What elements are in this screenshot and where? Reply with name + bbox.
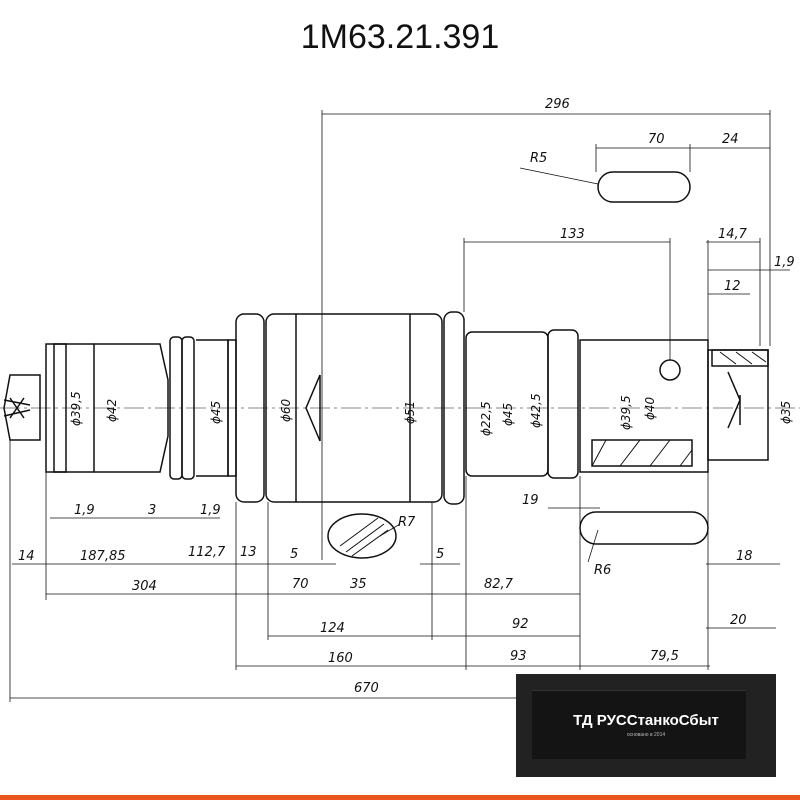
diameter-labels: ϕ39,5 ϕ42 ϕ45 ϕ60 ϕ51 ϕ22,5 ϕ45 ϕ42,5 ϕ3…: [69, 391, 793, 436]
dim-19: 19: [522, 493, 539, 508]
dim-1-9-b: 1,9: [200, 503, 221, 518]
dim-124: 124: [320, 621, 345, 636]
radius-r5: R5: [530, 151, 547, 166]
dim-14-7: 14,7: [718, 227, 748, 242]
dim-92: 92: [512, 617, 529, 632]
dim-18: 18: [736, 549, 753, 564]
dim-1-9-right: 1,9: [774, 255, 795, 270]
watermark-inner-panel: [532, 690, 746, 759]
radius-r6: R6: [594, 563, 611, 578]
dim-20: 20: [730, 613, 747, 628]
dim-187-85: 187,85: [80, 549, 126, 564]
dimension-lines: [9, 110, 790, 702]
dim-5-b: 5: [436, 547, 444, 562]
dim-12: 12: [724, 279, 741, 294]
diameter-42-5: ϕ42,5: [529, 393, 543, 428]
diameter-40: ϕ40: [643, 396, 657, 420]
diameter-39-5-a: ϕ39,5: [69, 391, 83, 426]
dim-112-7: 112,7: [188, 545, 226, 560]
radius-r7: R7: [398, 515, 416, 530]
dim-24: 24: [722, 132, 739, 147]
diameter-22-5: ϕ22,5: [479, 401, 493, 436]
dim-70-top: 70: [648, 132, 665, 147]
watermark-company-name: ТД РУССтанкоСбыт: [573, 712, 719, 729]
dim-3: 3: [148, 503, 156, 518]
dim-160: 160: [328, 651, 353, 666]
diameter-42: ϕ42: [105, 399, 119, 422]
dim-670: 670: [354, 681, 379, 696]
dim-82-7: 82,7: [484, 577, 514, 592]
diameter-45-a: ϕ45: [209, 401, 223, 424]
dim-93: 93: [510, 649, 527, 664]
diameter-39-5-b: ϕ39,5: [619, 395, 633, 430]
watermark-tagline: основано в 2014: [626, 732, 666, 738]
diameter-60: ϕ60: [279, 398, 293, 422]
dim-79-5: 79,5: [650, 649, 679, 664]
dim-1-9-a: 1,9: [74, 503, 95, 518]
shaft-outline: [3, 171, 769, 559]
dimension-labels: 296 70 24 R5 133 14,7 1,9 12 1,9 3 1,9 1…: [18, 97, 795, 696]
dim-296: 296: [545, 97, 570, 112]
diameter-51: ϕ51: [403, 401, 417, 424]
dim-13: 13: [240, 545, 257, 560]
accent-bottom-bar: [0, 795, 800, 800]
dim-304: 304: [132, 579, 157, 594]
part-number-title: 1М63.21.391: [300, 18, 500, 56]
dim-5-a: 5: [290, 547, 298, 562]
diameter-35: ϕ35: [779, 401, 793, 424]
dim-14-left: 14: [18, 549, 35, 564]
diameter-45-b: ϕ45: [501, 403, 515, 426]
dim-70-mid: 70: [292, 577, 309, 592]
dim-35: 35: [350, 577, 367, 592]
dim-133: 133: [560, 227, 585, 242]
